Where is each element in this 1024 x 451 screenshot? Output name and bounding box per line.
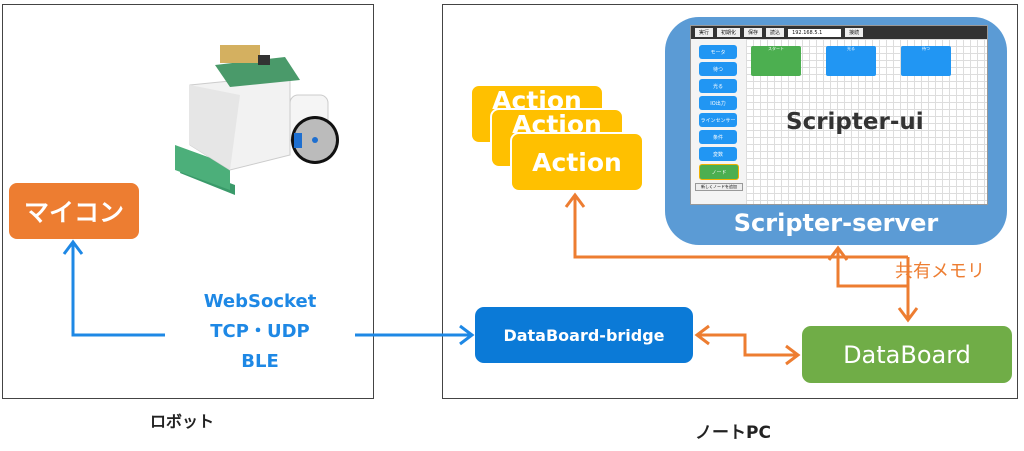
shared-memory-label: 共有メモリ — [895, 261, 985, 282]
server-label: Scripter-server — [733, 209, 939, 237]
sidebar-condition[interactable]: 条件 — [699, 130, 737, 144]
ui-canvas[interactable]: スタート 光る 待つ Scripter-ui — [746, 39, 987, 204]
node-light[interactable]: 光る — [826, 46, 876, 76]
add-node-button[interactable]: 新しくノードを追加 — [695, 183, 743, 191]
sidebar-variable[interactable]: 変数 — [699, 147, 737, 161]
mcu-arrow — [62, 239, 165, 337]
load-button[interactable]: 読込 — [766, 28, 785, 37]
node-start[interactable]: スタート — [751, 46, 801, 76]
action-box-3: Action — [510, 132, 644, 192]
node-wait[interactable]: 待つ — [901, 46, 951, 76]
sidebar-light[interactable]: 光る — [699, 79, 737, 93]
sidebar-line-sensor[interactable]: ラインセンサー — [699, 113, 737, 127]
sidebar-wait[interactable]: 待つ — [699, 62, 737, 76]
databoard-arrow — [897, 257, 919, 323]
scripter-server-box: Scripter-server 実行 初期化 保存 読込 192.168.5.1… — [665, 17, 1007, 245]
databoard-box: DataBoard — [802, 326, 1012, 383]
ui-toolbar: 実行 初期化 保存 読込 192.168.5.1 接続 — [691, 26, 987, 39]
action-arrow — [564, 192, 908, 259]
protocol-ble: BLE — [241, 351, 279, 372]
sidebar-io-output[interactable]: IO出力 — [699, 96, 737, 110]
protocol-tcp-udp: TCP・UDP — [210, 321, 310, 342]
robot-caption: ロボット — [150, 412, 215, 431]
mcu-box: マイコン — [9, 183, 139, 239]
server-arrow — [827, 245, 908, 288]
ui-sidebar: モータ 待つ 光る IO出力 ラインセンサー 条件 変数 ノード 新しくノードを… — [691, 39, 746, 204]
sidebar-motor[interactable]: モータ — [699, 45, 737, 59]
databoard-bridge-box: DataBoard-bridge — [475, 307, 693, 363]
protocol-labels: WebSocket TCP・UDP BLE — [165, 287, 355, 377]
scripter-ui-screen: 実行 初期化 保存 読込 192.168.5.1 接続 モータ 待つ 光る IO… — [690, 25, 988, 205]
pc-caption: ノートPC — [695, 423, 771, 443]
save-button[interactable]: 保存 — [744, 28, 763, 37]
ip-input[interactable]: 192.168.5.1 — [788, 28, 842, 37]
bridge-link-arrow — [355, 324, 475, 346]
robot-image — [175, 45, 339, 195]
run-button[interactable]: 実行 — [695, 28, 714, 37]
sidebar-node[interactable]: ノード — [699, 164, 739, 180]
connect-button[interactable]: 接続 — [845, 28, 864, 37]
protocol-websocket: WebSocket — [203, 291, 317, 312]
ui-title: Scripter-ui — [786, 109, 924, 135]
init-button[interactable]: 初期化 — [717, 28, 741, 37]
bridge-databoard-arrow — [694, 324, 801, 366]
